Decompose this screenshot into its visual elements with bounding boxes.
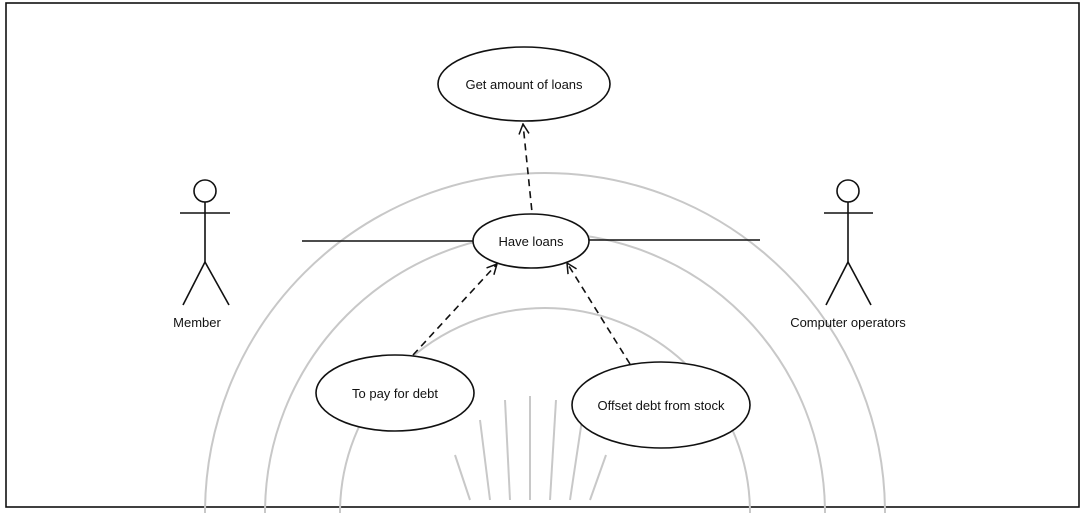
use-case-label: Have loans (498, 234, 564, 249)
actor-label-computer-operators: Computer operators (790, 315, 906, 330)
use-case-label: Offset debt from stock (598, 398, 725, 413)
actor-member (180, 179, 230, 306)
stick-figure-icon (180, 179, 230, 306)
use-case-get-amount-of-loans: Get amount of loans (437, 46, 611, 122)
dependency-pay-debt-to-have-loans (412, 264, 497, 356)
actor-label-member: Member (173, 315, 221, 330)
dependency-have-loans-to-get-amount (523, 124, 534, 223)
actor-computer-operators (824, 179, 873, 306)
diagram-frame (5, 2, 1080, 508)
dependency-offset-debt-to-have-loans (567, 263, 631, 365)
use-case-offset-debt-from-stock: Offset debt from stock (571, 361, 751, 449)
use-case-label: To pay for debt (352, 386, 438, 401)
use-case-have-loans: Have loans (472, 213, 590, 269)
use-case-label: Get amount of loans (465, 77, 583, 92)
stick-figure-icon (824, 179, 873, 306)
use-case-to-pay-for-debt: To pay for debt (315, 354, 475, 432)
